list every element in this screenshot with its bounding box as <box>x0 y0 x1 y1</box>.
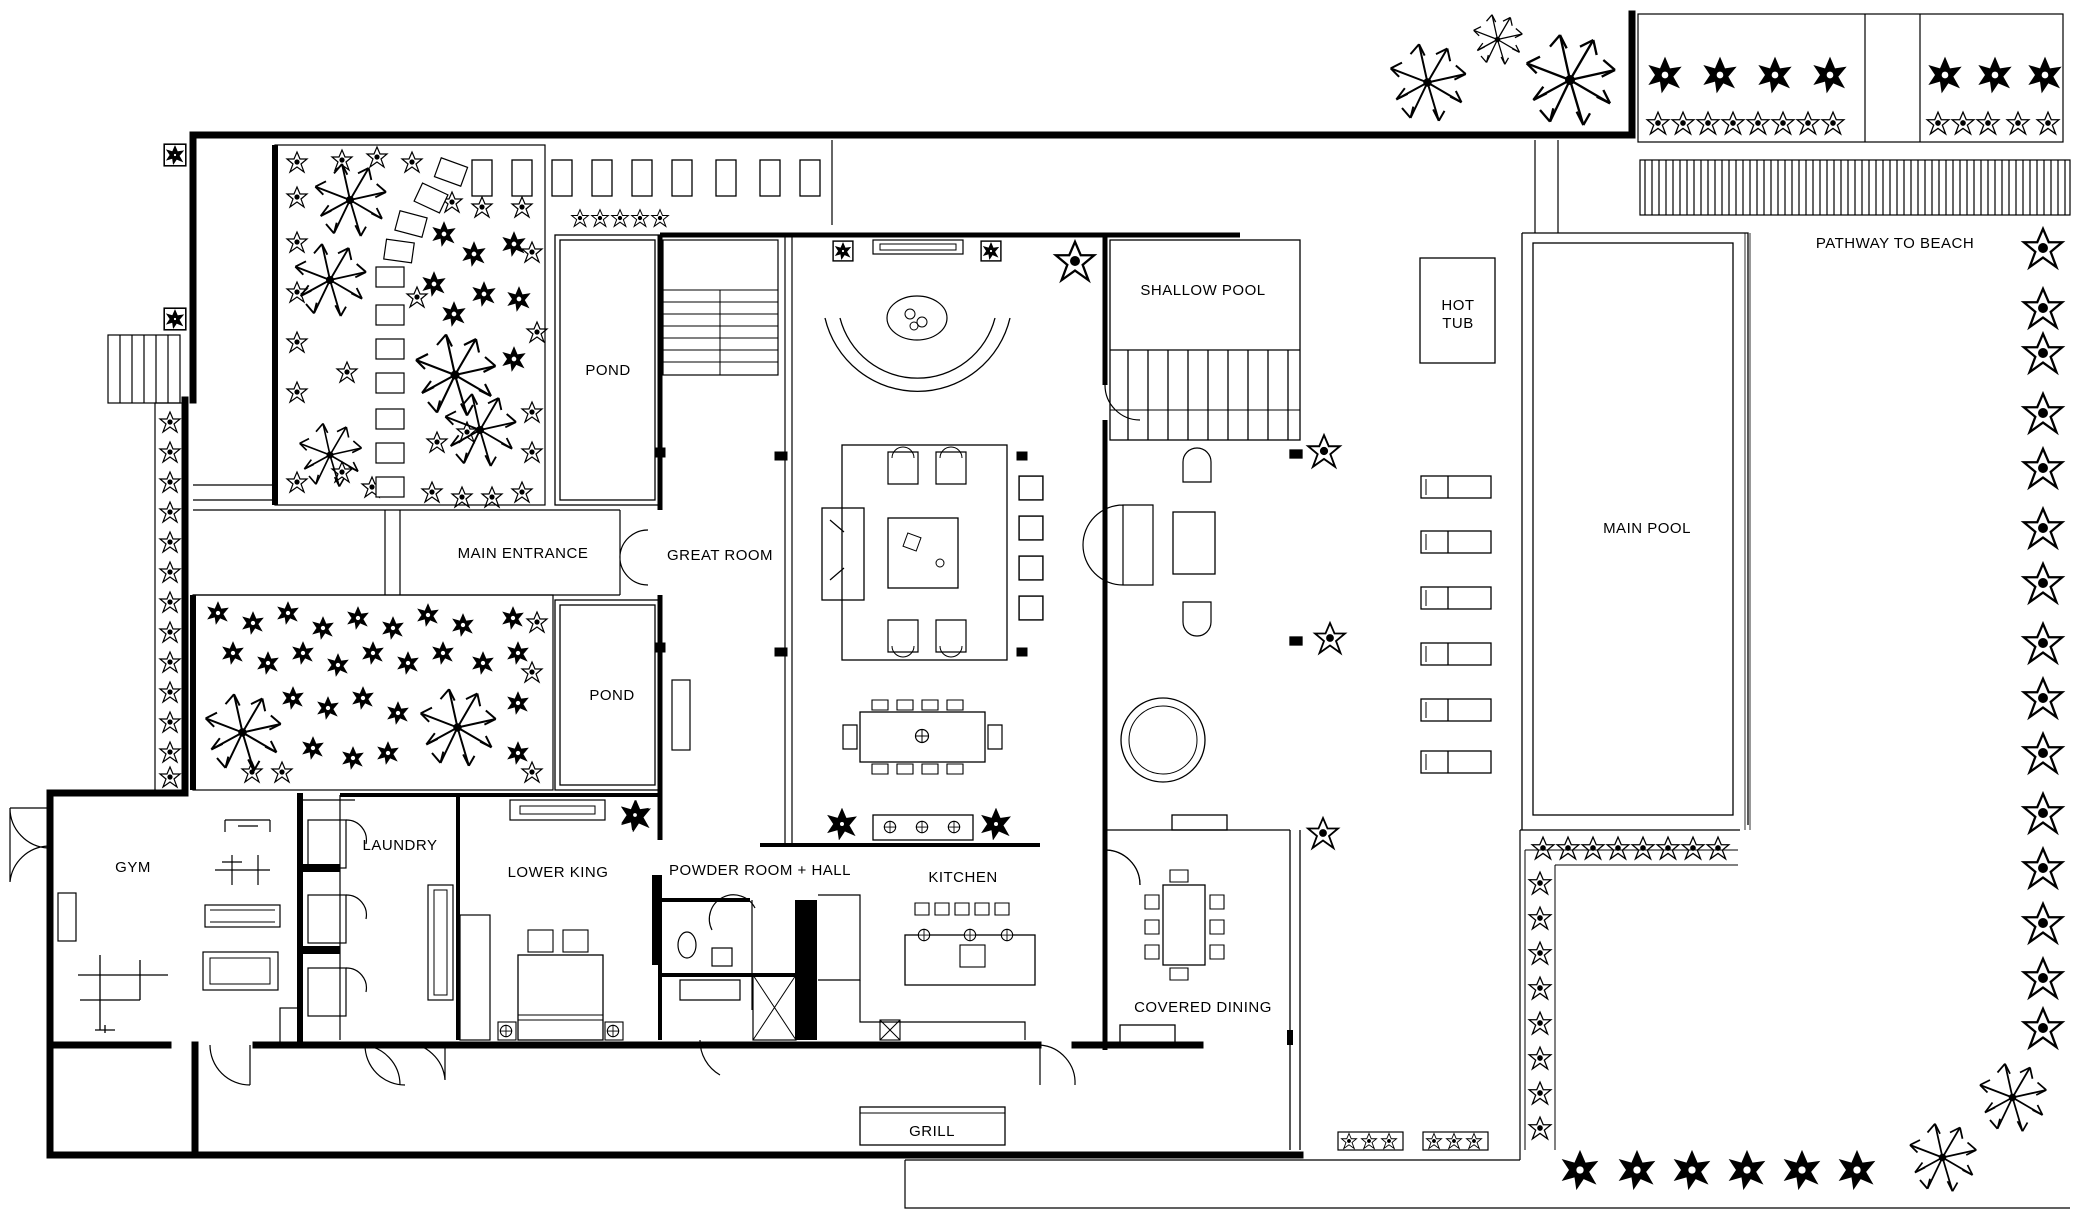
label-pond-south: POND <box>589 687 634 704</box>
label-pond-north: POND <box>585 362 630 379</box>
west-exterior <box>107 144 275 794</box>
kitchen <box>818 849 1141 1050</box>
label-covered-dining: COVERED DINING <box>1134 999 1272 1016</box>
gym <box>9 793 303 1045</box>
label-hot-tub-1: HOT <box>1441 297 1474 314</box>
label-laundry: LAUNDRY <box>363 837 438 854</box>
label-lower-king: LOWER KING <box>508 864 609 881</box>
label-hot-tub-2: TUB <box>1442 315 1474 332</box>
label-kitchen: KITCHEN <box>928 869 997 886</box>
label-main-entrance: MAIN ENTRANCE <box>458 545 589 562</box>
laundry <box>300 795 367 1040</box>
covered-dining <box>1119 814 1293 1045</box>
loungers <box>1420 475 1492 774</box>
lower-king-bedroom <box>340 793 660 1086</box>
room-labels: PATHWAY TO BEACH HOT TUB MAIN POOL SHALL… <box>115 235 1974 1140</box>
hot-tub <box>1419 257 1496 364</box>
label-gym: GYM <box>115 859 151 876</box>
north-planter-row <box>471 159 821 197</box>
powder-room <box>652 875 817 1076</box>
outer-walls <box>46 10 1636 1159</box>
north-garden <box>272 140 833 508</box>
grill <box>859 1106 1006 1146</box>
great-room <box>622 232 1240 850</box>
main-pool <box>1521 232 1749 830</box>
label-great-room: GREAT ROOM <box>667 547 773 564</box>
label-shallow-pool: SHALLOW POOL <box>1140 282 1265 299</box>
shallow-pool <box>1109 239 1301 441</box>
label-grill: GRILL <box>909 1123 955 1140</box>
beach-landscaping <box>1337 14 2064 1193</box>
south-doors <box>209 1044 1076 1086</box>
south-garden <box>190 594 554 791</box>
label-main-pool: MAIN POOL <box>1603 520 1691 537</box>
label-powder-room: POWDER ROOM + HALL <box>669 862 851 879</box>
pathway <box>904 13 2071 1209</box>
label-pathway: PATHWAY TO BEACH <box>1816 235 1974 252</box>
